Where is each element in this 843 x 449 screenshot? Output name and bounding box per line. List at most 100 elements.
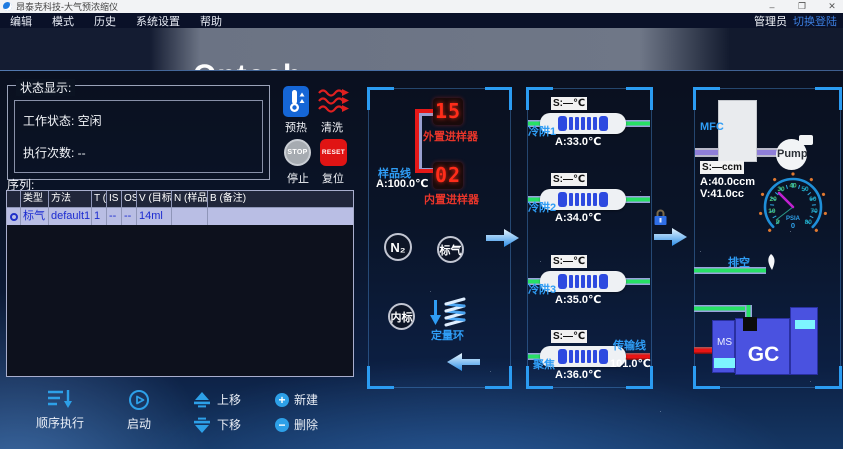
- bracket-icon: [367, 366, 394, 389]
- gc-tower: [790, 307, 818, 375]
- header-t: T (: [92, 191, 107, 207]
- trap2-temp: A:34.0℃: [555, 212, 602, 224]
- gauge-tick-80: 80: [805, 219, 813, 226]
- focus-setpoint: S:—℃: [551, 330, 588, 343]
- header-type: 类型: [21, 191, 49, 207]
- ms-label: MS: [717, 337, 732, 348]
- menu-mode[interactable]: 模式: [52, 15, 74, 28]
- mfc-volume: V:41.0cc: [700, 188, 745, 200]
- stop-label[interactable]: 停止: [287, 173, 309, 185]
- gauge-tick-20: 20: [769, 196, 777, 203]
- trap-coil-icon: [540, 113, 626, 134]
- focus-trap: S:—℃ 聚焦 A:36.0℃: [527, 330, 651, 392]
- clean-icon[interactable]: [318, 88, 350, 115]
- cell-b: [208, 208, 353, 225]
- table-row[interactable]: 标气 default1 1 -- -- 14ml: [7, 208, 353, 225]
- vent-puff-icon: [768, 254, 775, 270]
- status-group: 状态显示: 工作状态: 空闲 执行次数: --: [7, 79, 270, 180]
- stop-button[interactable]: STOP: [284, 139, 311, 166]
- mfc-setpoint: S:—ccm: [700, 161, 745, 174]
- minimize-button[interactable]: –: [769, 1, 775, 12]
- seq-exec-icon: [48, 390, 72, 408]
- trap1-temp: A:33.0℃: [555, 136, 602, 148]
- mfc-outlet-pipe: [757, 148, 779, 157]
- gauge-unit: PSIA: [786, 216, 801, 222]
- reset-label[interactable]: 复位: [322, 173, 344, 185]
- bracket-icon: [526, 366, 553, 389]
- start-label: 启动: [126, 417, 151, 431]
- cell-method: default1: [49, 208, 92, 225]
- menu-edit[interactable]: 编辑: [10, 15, 32, 28]
- move-up-icon: [194, 391, 210, 407]
- bracket-icon: [693, 366, 720, 389]
- sample-tube: [415, 109, 433, 113]
- trap-coil-icon: [540, 346, 626, 367]
- preheat-icon[interactable]: [283, 86, 309, 117]
- reset-button[interactable]: RESET: [320, 139, 347, 166]
- start-button[interactable]: 启动: [113, 389, 165, 432]
- close-button[interactable]: ✕: [828, 1, 836, 11]
- external-sampler-display: 15: [433, 98, 463, 125]
- move-down-label: 下移: [217, 418, 242, 432]
- mfc-gc-panel: [693, 87, 842, 389]
- gauge-tick-10: 10: [768, 208, 776, 215]
- delete-button[interactable]: − 删除: [275, 416, 318, 433]
- restore-button[interactable]: ❐: [797, 1, 807, 11]
- table-header-row: 类型 方法 T ( IS OS V (目标 N (样品 B (备注): [7, 191, 353, 208]
- trap-coil-icon: [540, 189, 626, 210]
- gc-inlet-port: [743, 317, 757, 331]
- gauge-tick-70: 70: [810, 208, 818, 215]
- status-inner-box: 工作状态: 空闲 执行次数: --: [14, 100, 263, 173]
- mfc-inlet-pipe: [695, 148, 718, 157]
- ms-screen: [714, 358, 735, 368]
- pipe: [528, 353, 547, 360]
- internal-std-label: 内标: [390, 311, 413, 324]
- move-up-label: 上移: [217, 393, 242, 407]
- menu-system-settings[interactable]: 系统设置: [136, 15, 180, 28]
- cold-trap-3: S:—℃ 冷阱3 A:35.0℃: [527, 255, 651, 317]
- sample-tube: [415, 109, 419, 173]
- gc-inlet-pipe: [694, 305, 752, 312]
- move-down-icon: [194, 417, 210, 433]
- lock-icon: [654, 209, 667, 225]
- preheat-label[interactable]: 预热: [285, 122, 307, 134]
- internal-sampler-label: 内置进样器: [424, 194, 479, 206]
- flow-right-arrow-icon: [486, 229, 519, 247]
- n2-label: N₂: [390, 239, 406, 255]
- header-os: OS: [122, 191, 137, 207]
- clean-label[interactable]: 清洗: [321, 122, 343, 134]
- seq-exec-button[interactable]: 顺序执行: [20, 389, 100, 431]
- std-gas-valve[interactable]: 标气: [437, 236, 464, 263]
- header-n: N (样品: [172, 191, 208, 207]
- move-up-button[interactable]: 上移: [192, 391, 241, 408]
- gauge-tick-0: 0: [776, 219, 780, 226]
- switch-login-link[interactable]: 切换登陆: [793, 15, 837, 28]
- n2-valve[interactable]: N₂: [384, 233, 412, 261]
- create-label: 新建: [294, 393, 319, 407]
- gc-box: GC: [735, 318, 790, 375]
- transfer-pipe: [626, 353, 650, 360]
- menu-history[interactable]: 历史: [94, 15, 116, 28]
- trap2-name: 冷阱2: [528, 202, 557, 214]
- stop-glyph: STOP: [287, 149, 308, 156]
- create-button[interactable]: + 新建: [275, 391, 318, 408]
- gauge-tick-50: 50: [801, 186, 809, 193]
- vent-label: 排空: [728, 257, 750, 269]
- gauge-value: 0: [791, 221, 795, 230]
- sample-tube-casing: [418, 112, 422, 172]
- gc-label: GC: [747, 343, 780, 366]
- internal-std-valve[interactable]: 内标: [388, 303, 415, 330]
- menu-help[interactable]: 帮助: [200, 15, 222, 28]
- bracket-icon: [815, 87, 842, 110]
- row-radio[interactable]: [9, 212, 18, 221]
- sample-line-temp: A:100.0℃: [376, 178, 429, 190]
- bracket-icon: [485, 366, 512, 389]
- reset-glyph: RESET: [321, 149, 346, 156]
- loop-coil-icon: [444, 297, 466, 327]
- status-group-label: 状态显示:: [16, 79, 76, 96]
- ms-transfer-pipe: [694, 347, 712, 354]
- trap1-name: 冷阱1: [528, 126, 557, 138]
- pressure-gauge: 0 10 20 30 40 50 60 70 80 PSIA 0: [759, 172, 827, 237]
- move-down-button[interactable]: 下移: [192, 416, 241, 433]
- trap1-setpoint: S:—℃: [551, 97, 588, 110]
